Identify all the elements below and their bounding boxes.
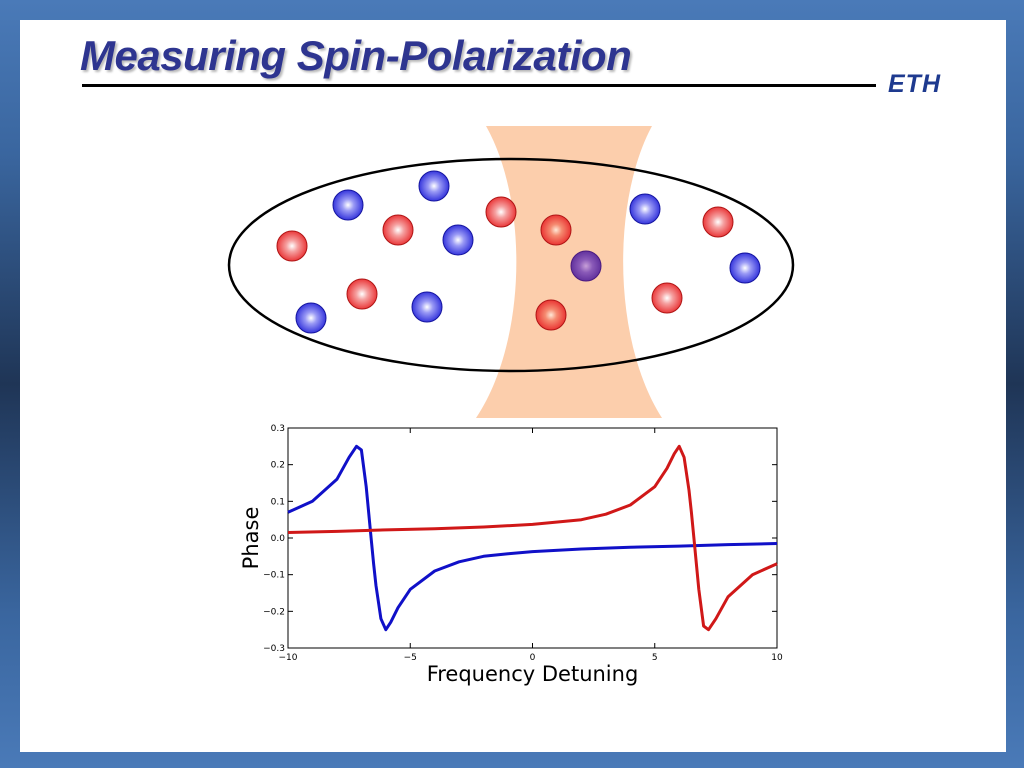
y-tick-label: −0.3 <box>263 644 285 654</box>
atom-red <box>485 196 517 228</box>
series-line-1 <box>287 444 778 632</box>
x-tick-label: 5 <box>652 653 658 663</box>
y-tick-label: −0.2 <box>263 607 285 617</box>
laser-beam <box>476 126 662 418</box>
atom-mixed-in-beam <box>570 250 602 282</box>
atom-red <box>702 206 734 238</box>
atom-red <box>651 282 683 314</box>
x-tick-label: −5 <box>404 653 417 663</box>
slide-title: Measuring Spin-Polarization <box>80 32 632 79</box>
y-tick-label: −0.1 <box>263 571 285 581</box>
atom-red <box>346 278 378 310</box>
title-underline <box>82 84 876 87</box>
y-tick-label: 0.3 <box>271 424 285 434</box>
atom-blue <box>729 252 761 284</box>
series-line-0 <box>287 444 778 632</box>
atom-red-in-beam <box>535 299 567 331</box>
x-tick-label: −10 <box>279 653 298 663</box>
atom-blue <box>332 189 364 221</box>
atom-red-in-beam <box>540 214 572 246</box>
atom-red <box>382 214 414 246</box>
atom-red <box>276 230 308 262</box>
atom-blue <box>295 302 327 334</box>
atom-blue <box>411 291 443 323</box>
eth-logo: ETH <box>888 70 941 98</box>
y-axis-label: Phase <box>239 507 263 570</box>
x-axis-label: Frequency Detuning <box>427 662 639 686</box>
atom-blue <box>629 193 661 225</box>
y-tick-label: 0.2 <box>271 461 285 471</box>
y-tick-label: 0.0 <box>271 534 286 544</box>
atom-blue <box>442 224 474 256</box>
y-tick-label: 0.1 <box>271 497 285 507</box>
atom-blue <box>418 170 450 202</box>
x-tick-label: 10 <box>771 653 783 663</box>
atom-cloud-ellipse <box>227 157 795 373</box>
x-tick-label: 0 <box>530 653 536 663</box>
